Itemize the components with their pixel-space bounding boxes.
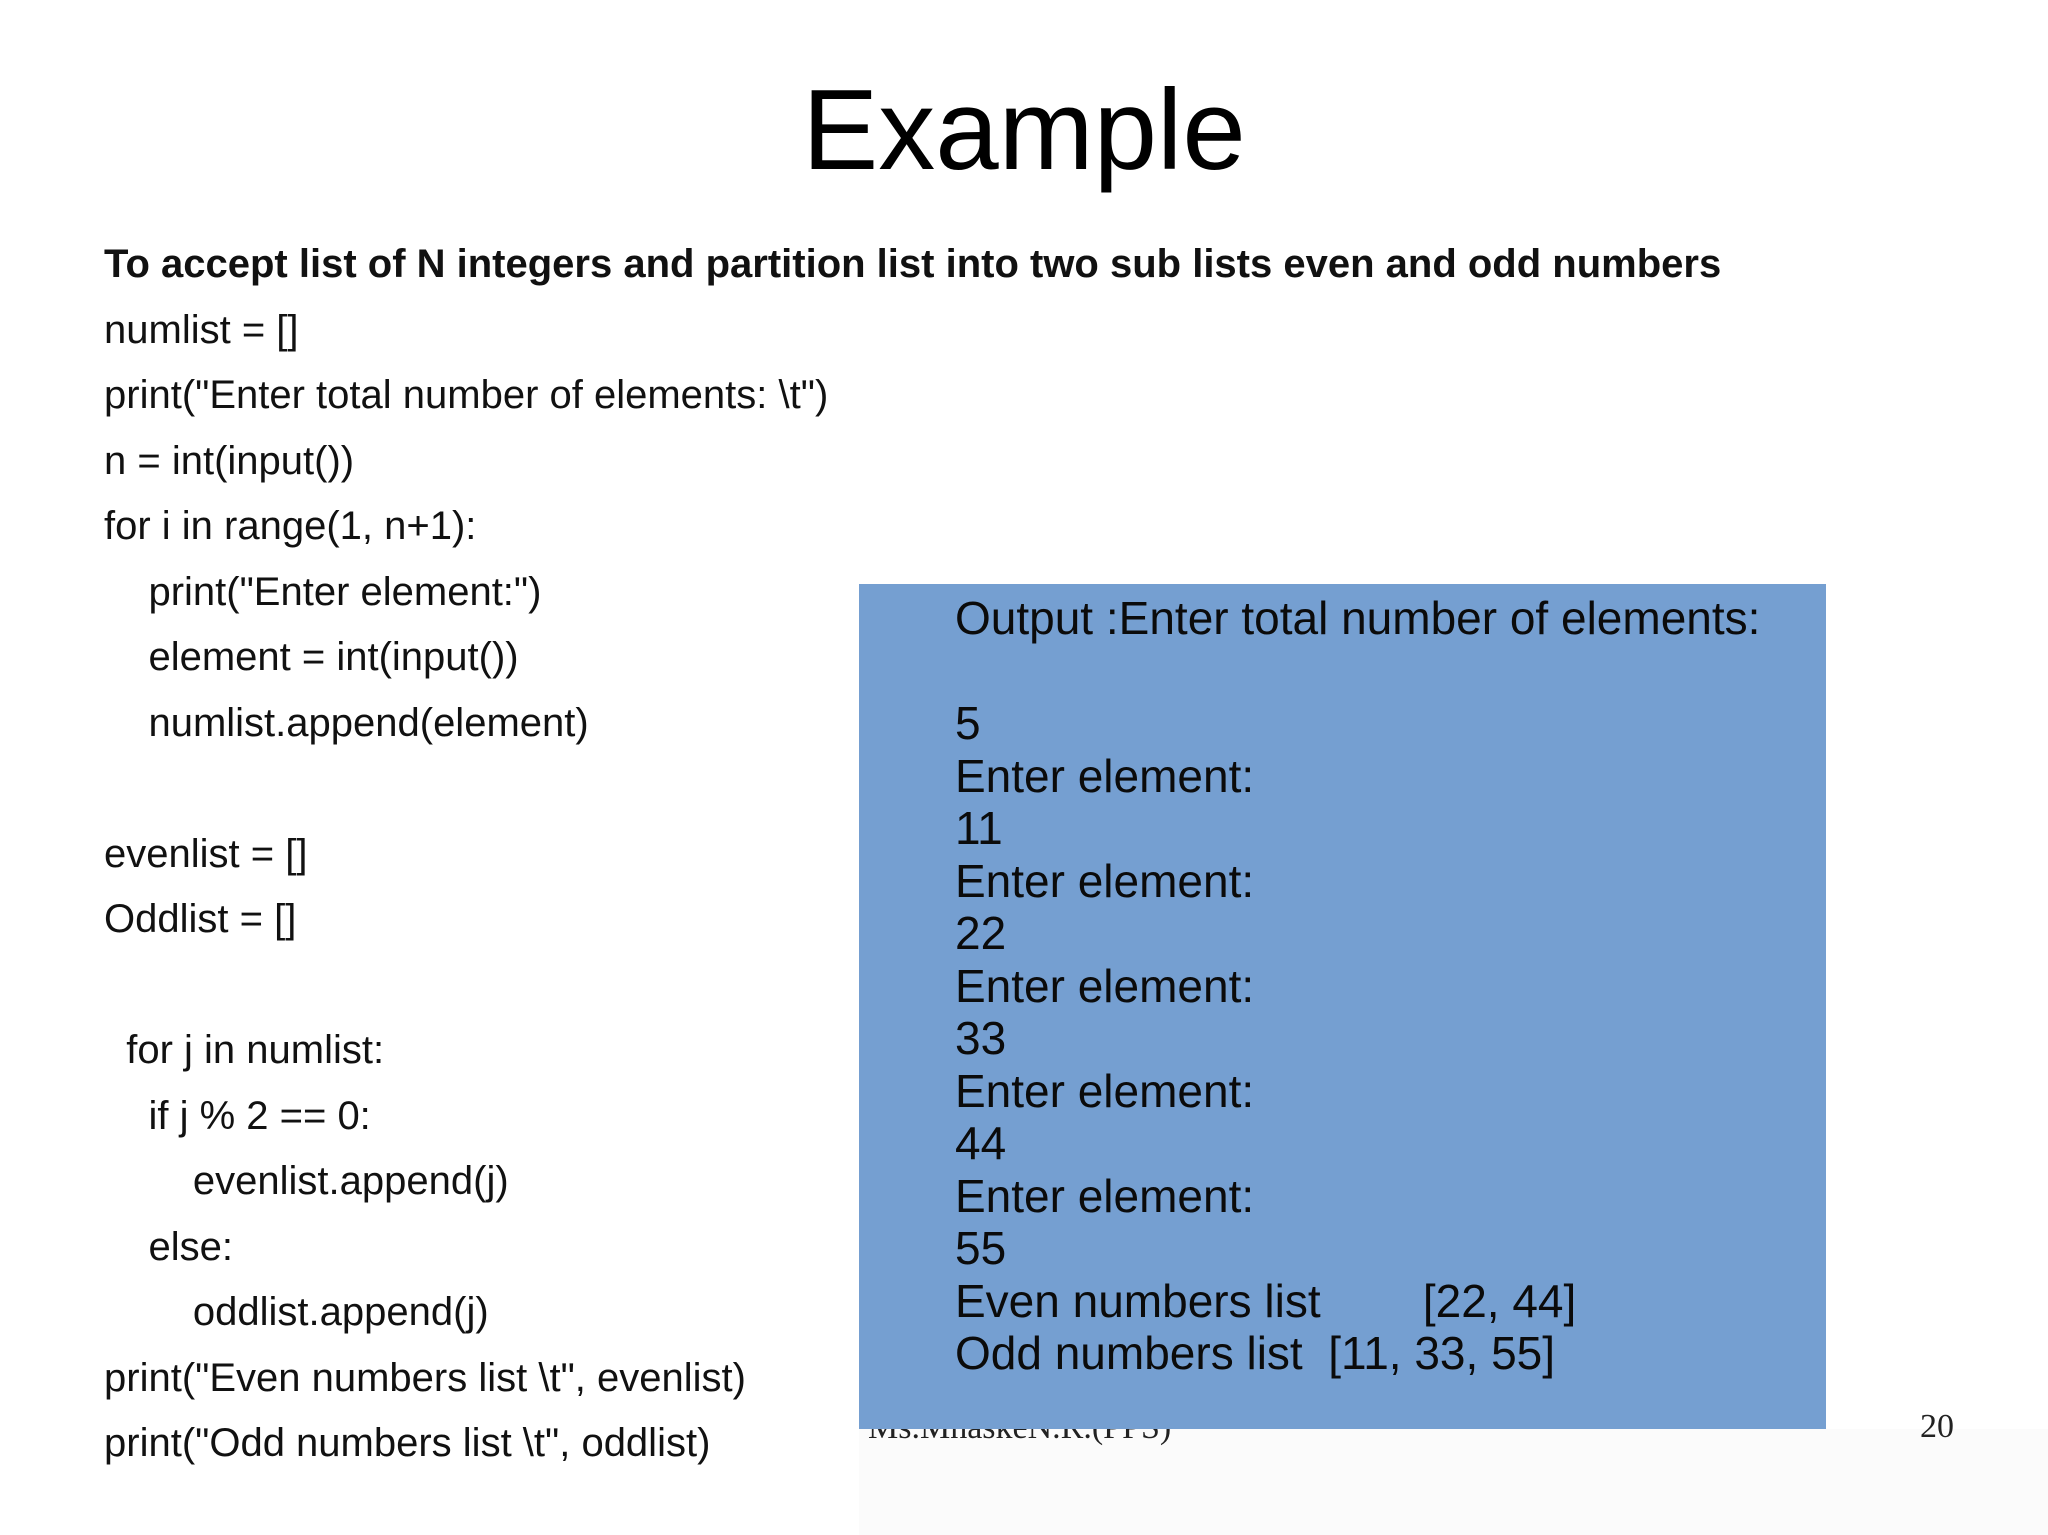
output-line: Even numbers list [22, 44] <box>955 1274 1577 1327</box>
output-line: 33 <box>955 1012 1007 1064</box>
output-line: 11 <box>955 802 1003 854</box>
output-line: Output :Enter total number of elements: <box>955 592 1761 644</box>
output-line: 22 <box>955 907 1007 959</box>
code-line: for j in numlist: <box>104 1028 385 1072</box>
code-line: if j % 2 == 0: <box>104 1093 371 1138</box>
code-line: else: <box>104 1224 233 1269</box>
code-line: print("Even numbers list \t", evenlist) <box>104 1355 746 1400</box>
code-block: To accept list of N integers and partiti… <box>104 232 1804 1477</box>
output-line: 55 <box>955 1222 1007 1274</box>
output-line: Enter element: <box>955 749 1255 802</box>
code-line: element = int(input()) <box>104 635 519 679</box>
output-line: 5 <box>955 697 981 749</box>
footer-background <box>859 1429 2048 1535</box>
code-line: numlist = [] <box>104 307 299 352</box>
output-line <box>955 645 1815 698</box>
output-line: Enter element: <box>955 1169 1255 1222</box>
code-line: for i in range(1, n+1): <box>104 504 477 548</box>
code-line: evenlist.append(j) <box>104 1159 509 1203</box>
code-line: print("Odd numbers list \t", oddlist) <box>104 1421 711 1465</box>
page-number: 20 <box>1920 1408 1954 1445</box>
code-line: print("Enter element:") <box>104 569 542 614</box>
output-text: Output :Enter total number of elements: … <box>955 592 1815 1380</box>
output-line: Enter element: <box>955 959 1255 1012</box>
code-line: print("Enter total number of elements: \… <box>104 373 829 417</box>
code-line: oddlist.append(j) <box>104 1290 489 1334</box>
code-line: n = int(input()) <box>104 438 355 483</box>
output-line: Enter element: <box>955 1064 1255 1117</box>
slide-title: Example <box>802 67 1246 194</box>
output-line: Odd numbers list [11, 33, 55] <box>955 1327 1556 1379</box>
output-line: 44 <box>955 1117 1007 1169</box>
output-line: Enter element: <box>955 854 1255 907</box>
output-box: Output :Enter total number of elements: … <box>859 584 1826 1429</box>
code-line: Oddlist = [] <box>104 897 297 941</box>
code-line: evenlist = [] <box>104 831 308 876</box>
code-line: numlist.append(element) <box>104 700 589 745</box>
slide-subtitle: To accept list of N integers and partiti… <box>104 242 1722 286</box>
